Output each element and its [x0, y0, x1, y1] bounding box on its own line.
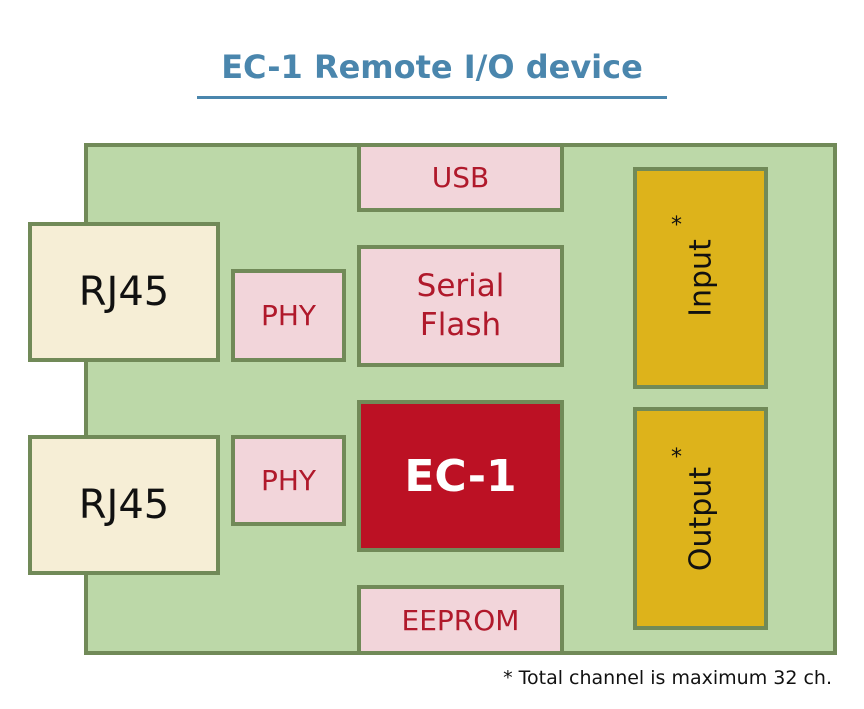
rj45-connector-top: RJ45: [28, 222, 220, 362]
input-asterisk: *: [671, 213, 682, 238]
output-label: Output: [683, 466, 718, 571]
ec1-chip: EC-1: [357, 400, 564, 552]
eeprom-label: EEPROM: [401, 603, 520, 637]
diagram-title: EC-1 Remote I/O device: [221, 48, 643, 86]
rj45-top-label: RJ45: [78, 269, 170, 315]
footnote: * Total channel is maximum 32 ch.: [503, 667, 832, 689]
ec1-label: EC-1: [404, 450, 517, 502]
input-label: Input: [683, 239, 718, 317]
phy-chip-top: PHY: [231, 269, 346, 362]
serial-flash-block: Serial Flash: [357, 245, 564, 367]
usb-block: USB: [357, 143, 564, 212]
phy-chip-bottom: PHY: [231, 435, 346, 526]
usb-label: USB: [431, 161, 490, 194]
serial-flash-label-line1: Serial: [416, 268, 505, 305]
input-block: Input *: [633, 167, 768, 389]
eeprom-block: EEPROM: [357, 585, 564, 655]
rj45-connector-bottom: RJ45: [28, 435, 220, 575]
output-block: Output *: [633, 407, 768, 630]
output-asterisk: *: [671, 445, 682, 470]
title-underline: [197, 96, 667, 99]
phy-bottom-label: PHY: [260, 464, 317, 497]
rj45-bottom-label: RJ45: [78, 482, 170, 528]
phy-top-label: PHY: [260, 299, 317, 332]
serial-flash-label-line2: Flash: [419, 307, 502, 343]
